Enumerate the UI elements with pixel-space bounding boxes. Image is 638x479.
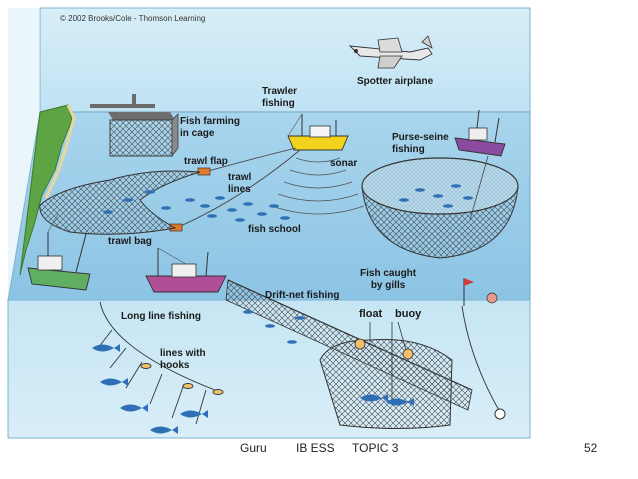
label-float: float [359,308,383,320]
footer-page-number: 52 [584,441,598,455]
label-trawl-lines: trawl lines [228,172,251,196]
footer-author: Guru [240,441,267,455]
drift-net-icon [225,279,473,429]
sky-panel [39,7,531,113]
pier [90,104,155,108]
label-trawl-lines-line1: trawl [228,172,252,183]
trawl-net-icon [39,170,201,235]
float-icon [354,338,366,350]
label-buoy: buoy [395,308,422,320]
trawl-bag-boat-icon [27,213,91,291]
footer-course: IB ESS [296,441,335,455]
marker-buoy-icon [461,278,506,420]
caught-fish-icon [360,394,414,406]
label-trawl-flap: trawl flap [184,156,228,167]
beach [44,104,76,199]
label-lines-hooks: lines with hooks [160,348,206,372]
label-purse-seine-line2: fishing [392,144,425,155]
fish-farm-cage-icon [108,112,179,158]
label-trawler-line2: fishing [262,98,295,109]
label-spotter-airplane: Spotter airplane [357,76,434,87]
drift-net-boat-icon [145,247,227,293]
label-trawler-line1: Trawler [262,86,298,97]
fish-school-icon [103,184,473,344]
label-fish-farming-line2: in cage [180,128,215,139]
long-line-fish-icon [92,344,208,434]
label-purse-seine-line1: Purse-seine [392,132,449,143]
label-drift-net: Drift-net fishing [265,290,340,301]
label-fish-farming: Fish farming in cage [180,116,240,140]
label-trawler-fishing: Trawler fishing [262,86,297,110]
side-wall [8,8,40,300]
label-purse-seine: Purse-seine fishing [392,132,449,156]
label-fish-caught: Fish caught by gills [360,268,416,292]
copyright-text: © 2002 Brooks/Cole - Thomson Learning [60,14,206,23]
trawl-lines [175,147,301,229]
label-long-line: Long line fishing [121,311,201,322]
label-trawl-lines-line2: lines [228,184,251,195]
label-sonar: sonar [330,158,358,169]
label-fish-caught-line2: by gills [370,280,406,291]
buoy-icon [402,348,414,360]
label-trawl-bag: trawl bag [108,236,152,247]
sonar-waves [271,157,365,215]
footer-topic: TOPIC 3 [352,441,399,455]
label-lines-hooks-line2: hooks [160,360,190,371]
label-fish-farming-line1: Fish farming [180,116,241,127]
purse-seine-boat-icon [454,109,506,157]
label-fish-caught-line1: Fish caught [360,268,417,279]
spotter-airplane-icon [348,35,433,69]
label-fish-school: fish school [248,224,301,235]
trawler-boat-icon [287,113,349,151]
label-lines-hooks-line1: lines with [160,348,206,359]
